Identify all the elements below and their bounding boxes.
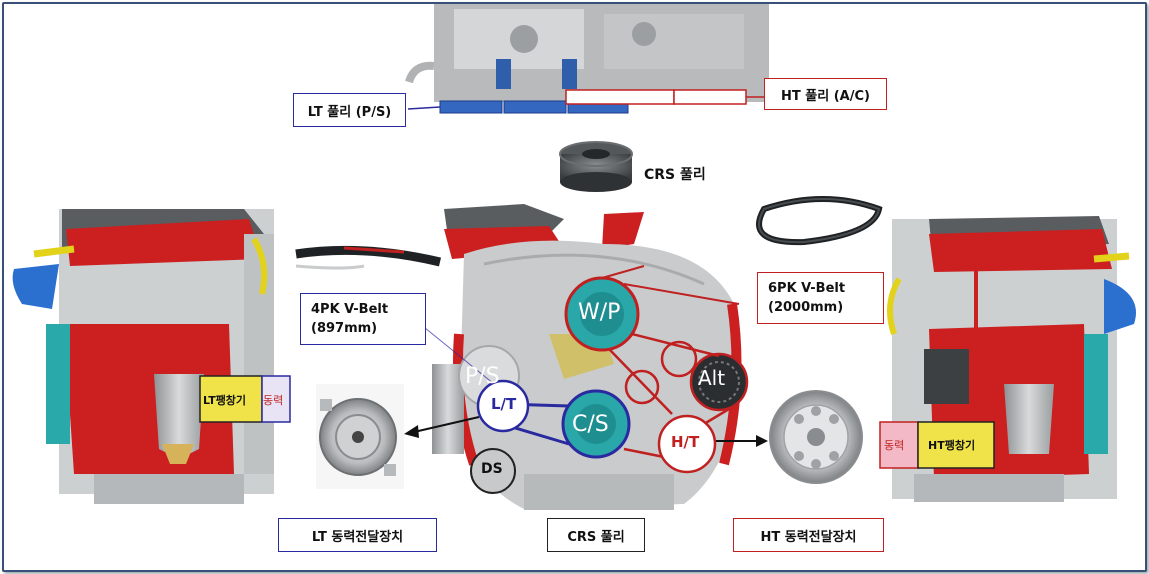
left-engine-view (12, 209, 291, 504)
crs-pulley-top-label: CRS 풀리 (644, 167, 706, 183)
belt-4pk-image (295, 245, 442, 270)
ht-power-label: 동력 (884, 439, 905, 452)
belt-4pk-type: 4PK V-Belt (311, 302, 389, 317)
belt-6pk-type: 6PK V-Belt (768, 281, 846, 296)
lt-device-label: LT 동력전달장치 (278, 518, 437, 552)
pulley-cs-label: C/S (572, 412, 609, 437)
pulley-wp-label: W/P (578, 300, 621, 325)
belt-6pk-path (601, 265, 740, 464)
ht-device-image (769, 390, 863, 484)
ht-pulley-label: HT 풀리 (A/C) (764, 78, 887, 110)
pulley-idler-2 (660, 340, 698, 378)
lt-power-label: 동력 (263, 394, 284, 407)
pulley-cs (561, 389, 631, 459)
pulley-ht (657, 414, 717, 474)
pulley-ps-label: P/S (465, 364, 500, 389)
pulley-idler-1 (624, 369, 660, 405)
belt-4pk-label: 4PK V-Belt (897mm) (300, 293, 426, 345)
arrow-to-ht-device (716, 435, 768, 447)
pulley-lt-label: L/T (491, 395, 517, 413)
pulley-ds-label: DS (481, 461, 503, 477)
pulley-alt (689, 352, 749, 412)
lt-pulley-label: LT 풀리 (P/S) (293, 93, 406, 127)
top-engine-view (405, 4, 769, 114)
pulley-ht-label: H/T (671, 433, 700, 451)
belt-6pk-image (756, 196, 883, 246)
pulley-ds (470, 448, 516, 494)
ht-tensioner-label: HT팽창기 (928, 439, 976, 452)
lt-pulley-leader (407, 106, 441, 110)
lt-tensioner-label: LT팽창기 (203, 394, 247, 407)
diagram-canvas (12, 4, 1136, 510)
belt-4pk-length: (897mm) (311, 321, 378, 336)
right-engine-view (879, 216, 1136, 502)
belt-6pk-label: 6PK V-Belt (2000mm) (757, 272, 884, 324)
belt-6pk-length: (2000mm) (768, 300, 844, 315)
crs-pulley-bottom-label: CRS 풀리 (547, 518, 645, 552)
ht-device-label: HT 동력전달장치 (733, 518, 884, 552)
center-engine-view (432, 204, 742, 510)
pulley-lt (476, 379, 530, 433)
pulley-alt-label: Alt (698, 366, 726, 390)
crs-pulley-image (559, 141, 633, 192)
arrow-to-lt-device (404, 416, 480, 438)
lt-device-image (316, 384, 404, 489)
